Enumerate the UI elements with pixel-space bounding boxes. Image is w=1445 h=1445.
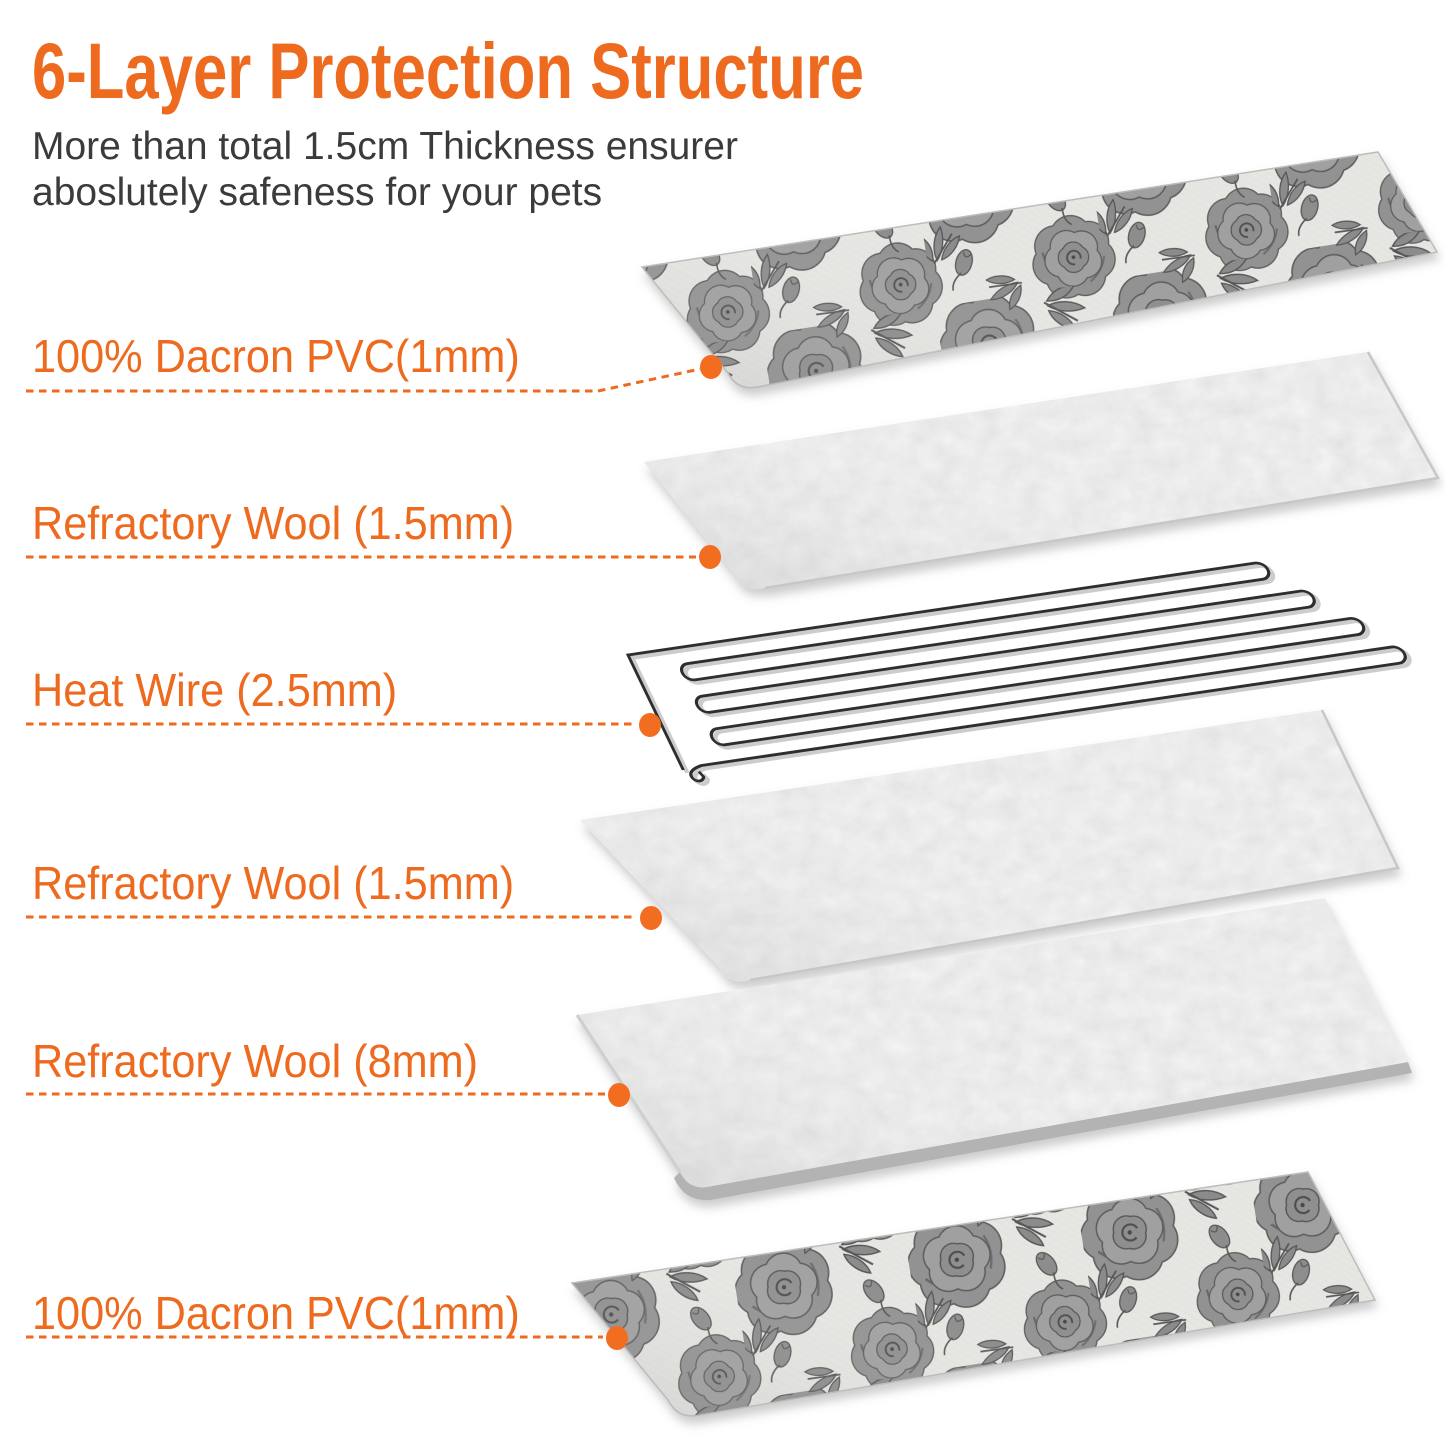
leader-dot-6: [606, 1326, 628, 1350]
layer-sheet-wool-1: [644, 351, 1440, 590]
leader-dot-5: [608, 1083, 630, 1107]
leader-dot-4: [640, 906, 662, 930]
leader-dot-1: [700, 355, 722, 379]
leader-dot-3: [639, 713, 661, 737]
layer-sheet-dacron-bottom: [570, 1171, 1377, 1417]
layer-label-wool-2: Refractory Wool (1.5mm): [32, 857, 515, 909]
layer-label-dacron-bottom: 100% Dacron PVC(1mm): [32, 1287, 520, 1339]
page-title: 6-Layer Protection Structure: [32, 26, 865, 115]
leader-dot-2: [699, 545, 721, 569]
leader-line-1: [26, 367, 701, 393]
layer-label-heat-wire: Heat Wire (2.5mm): [32, 664, 398, 716]
layer-sheet-dacron-top: [640, 151, 1439, 389]
subtitle-line-2: aboslutely safeness for your pets: [32, 171, 603, 214]
layer-sheet-wool-2: [580, 709, 1400, 982]
subtitle-line-1: More than total 1.5cm Thickness ensurer: [32, 125, 738, 168]
layer-heat-wire: [625, 561, 1412, 786]
layer-label-wool-1: Refractory Wool (1.5mm): [32, 497, 515, 549]
layer-sheet-wool-thick: [575, 898, 1412, 1201]
layer-label-wool-thick: Refractory Wool (8mm): [32, 1035, 479, 1087]
layer-label-dacron-top: 100% Dacron PVC(1mm): [32, 330, 520, 382]
